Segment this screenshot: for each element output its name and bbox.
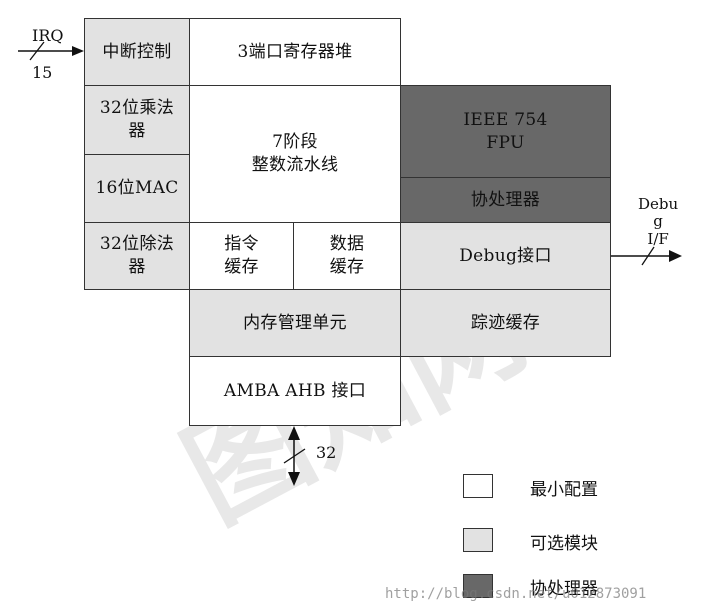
legend-swatch-optional [463, 528, 493, 552]
div32-block: 32位除法 器 [84, 222, 190, 290]
ieee-fpu-block: IEEE 754 FPU [400, 85, 611, 178]
pipeline-block: 7阶段 整数流水线 [189, 85, 401, 223]
legend-label-optional: 可选模块 [530, 534, 598, 554]
url-watermark: http://blog.csdn.net/u012873091 [385, 586, 647, 602]
icache-block: 指令 缓存 [189, 222, 294, 290]
legend-label-coprocessor: 协处理器 [530, 579, 598, 599]
mult32-block: 32位乘法 器 [84, 85, 190, 155]
legend-swatch-minimal [463, 474, 493, 498]
trace-buffer-block: 踪迹缓存 [400, 289, 611, 357]
debug-interface-block: Debug接口 [400, 222, 611, 290]
legend-swatch-coprocessor [463, 574, 493, 598]
bus-width-label: 32 [316, 443, 337, 462]
register-heap-block: 3端口寄存器堆 [189, 18, 401, 86]
debug-if-arrow [611, 246, 682, 266]
coprocessor-block: 协处理器 [400, 177, 611, 223]
debug-if-label: Debu g I/F [638, 195, 679, 248]
interrupt-control-block: 中断控制 [84, 18, 190, 86]
irq-width-label: 15 [32, 63, 53, 82]
amba-ahb-block: AMBA AHB 接口 [189, 356, 401, 426]
irq-label: IRQ [32, 26, 64, 45]
bus-double-arrow [283, 426, 306, 486]
legend-label-minimal: 最小配置 [530, 480, 598, 500]
dcache-block: 数据 缓存 [293, 222, 401, 290]
mmu-block: 内存管理单元 [189, 289, 401, 357]
mac16-block: 16位MAC [84, 154, 190, 223]
